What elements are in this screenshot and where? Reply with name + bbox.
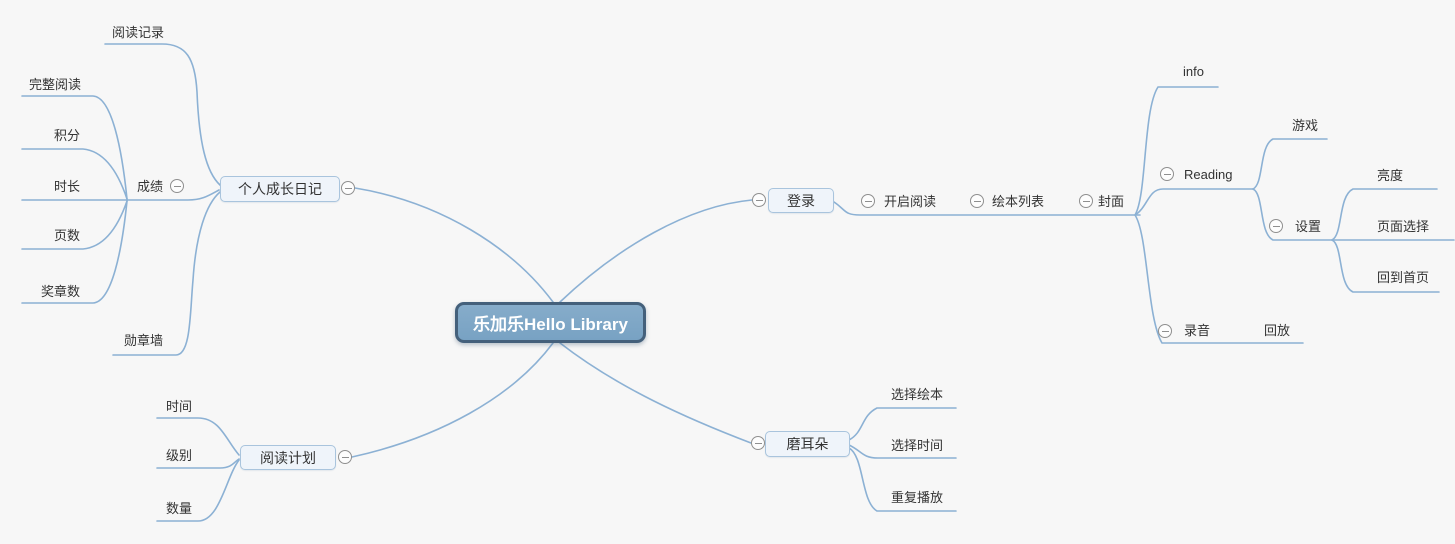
node-game[interactable]: 游戏 — [1292, 118, 1319, 133]
node-login[interactable]: 登录 — [768, 188, 834, 213]
node-recording[interactable]: 录音 — [1184, 323, 1211, 338]
edge-login-chain — [833, 201, 1141, 216]
edge-moerduo-select-time — [848, 444, 957, 459]
node-select-book[interactable]: 选择绘本 — [891, 387, 944, 402]
collapse-button-settings[interactable] — [1269, 219, 1283, 233]
node-level[interactable]: 级别 — [166, 448, 193, 463]
edge-settings-back-home — [1331, 239, 1440, 293]
collapse-button-plan[interactable] — [338, 450, 352, 464]
node-score[interactable]: 成绩 — [137, 179, 164, 194]
edge-diary-reading-record — [104, 43, 221, 186]
edge-score-points — [21, 148, 128, 200]
edge-plan-quantity — [156, 459, 240, 522]
minus-icon — [341, 456, 349, 458]
edge-reading-settings — [1252, 188, 1333, 241]
collapse-button-moerduo[interactable] — [751, 436, 765, 450]
node-quantity[interactable]: 数量 — [166, 501, 193, 516]
edge-score-pages — [21, 200, 128, 250]
node-full-reading[interactable]: 完整阅读 — [29, 77, 82, 92]
edge-cover-reading — [1134, 188, 1254, 216]
node-pages[interactable]: 页数 — [54, 228, 81, 243]
edge-plan-time — [156, 417, 240, 456]
node-back-home[interactable]: 回到首页 — [1377, 270, 1430, 285]
edge-central-diary — [354, 187, 554, 303]
minus-icon — [173, 185, 181, 187]
edge-central-moerduo — [559, 342, 752, 444]
collapse-button-recording[interactable] — [1158, 324, 1172, 338]
minus-icon — [973, 200, 981, 202]
node-brightness[interactable]: 亮度 — [1377, 168, 1404, 183]
collapse-button-score[interactable] — [170, 179, 184, 193]
node-page-select[interactable]: 页面选择 — [1377, 219, 1430, 234]
node-settings[interactable]: 设置 — [1295, 219, 1322, 234]
node-select-time[interactable]: 选择时间 — [891, 438, 944, 453]
minus-icon — [864, 200, 872, 202]
node-playback[interactable]: 回放 — [1264, 323, 1291, 338]
node-diary[interactable]: 个人成长日记 — [220, 176, 340, 202]
node-info[interactable]: info — [1183, 64, 1204, 79]
minus-icon — [755, 199, 763, 201]
edge-score-medal-count — [21, 200, 128, 304]
edge-score-full-reading — [21, 95, 128, 200]
minus-icon — [1272, 225, 1280, 227]
edge-moerduo-repeat-play — [848, 447, 957, 512]
edge-cover-recording-playback — [1134, 214, 1304, 344]
node-repeat-play[interactable]: 重复播放 — [891, 490, 944, 505]
node-points[interactable]: 积分 — [54, 128, 81, 143]
minus-icon — [1163, 173, 1171, 175]
edge-plan-level — [156, 458, 240, 469]
edge-cover-info — [1134, 86, 1219, 216]
node-start-reading[interactable]: 开启阅读 — [884, 194, 937, 209]
collapse-button-reading[interactable] — [1160, 167, 1174, 181]
edge-settings-brightness — [1331, 188, 1438, 241]
node-reading-record[interactable]: 阅读记录 — [112, 25, 165, 40]
edge-central-login — [559, 199, 753, 303]
edge-diary-medal-wall — [112, 191, 221, 356]
minus-icon — [1082, 200, 1090, 202]
node-medal-wall[interactable]: 勋章墙 — [124, 333, 164, 348]
edge-moerduo-select-book — [848, 407, 957, 441]
collapse-button-start-reading[interactable] — [861, 194, 875, 208]
node-book-list[interactable]: 绘本列表 — [992, 194, 1045, 209]
central-topic[interactable]: 乐加乐Hello Library — [455, 302, 646, 343]
collapse-button-book-list[interactable] — [970, 194, 984, 208]
node-medal-count[interactable]: 奖章数 — [41, 284, 81, 299]
minus-icon — [754, 442, 762, 444]
node-time[interactable]: 时间 — [166, 399, 193, 414]
edge-central-plan — [351, 342, 554, 458]
collapse-button-cover[interactable] — [1079, 194, 1093, 208]
edge-reading-game — [1252, 138, 1328, 190]
node-moerduo[interactable]: 磨耳朵 — [765, 431, 850, 457]
node-duration[interactable]: 时长 — [54, 179, 81, 194]
minus-icon — [1161, 330, 1169, 332]
collapse-button-login[interactable] — [752, 193, 766, 207]
collapse-button-diary[interactable] — [341, 181, 355, 195]
node-reading[interactable]: Reading — [1184, 167, 1233, 182]
minus-icon — [344, 187, 352, 189]
node-cover[interactable]: 封面 — [1098, 194, 1125, 209]
node-plan[interactable]: 阅读计划 — [240, 445, 336, 470]
edge-diary-score — [126, 189, 220, 201]
